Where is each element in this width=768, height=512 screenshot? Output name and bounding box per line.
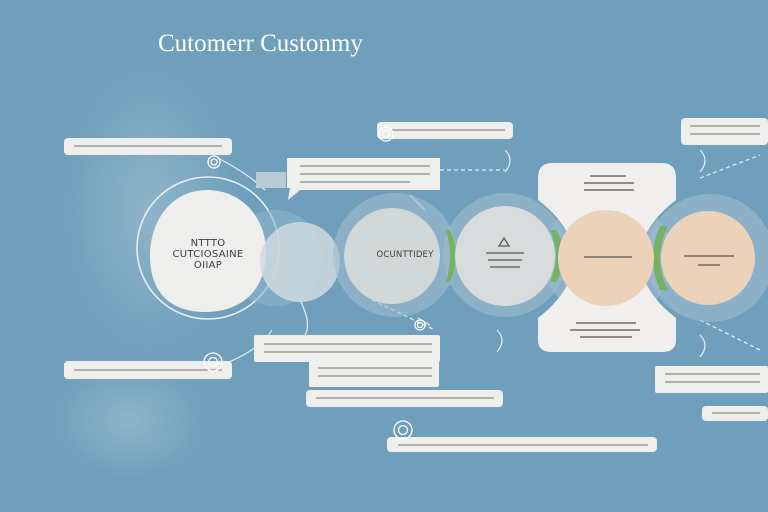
accent-green-left [446,230,456,282]
node-a-label-line-2: CUTCIOSAINE [172,249,244,260]
page-title: Cutomerr Custonmy [158,30,363,57]
spiral-icon [378,126,394,142]
node-c-bubble [455,206,555,306]
bubble-text-lines [486,175,734,338]
node-d-bubble [558,210,654,306]
spiral-icon [393,420,413,440]
panel-top-right [681,118,768,145]
node-a-label-line-1: NTTTO [190,238,226,249]
node-b-label: OCUNTTIDEY [376,250,434,260]
spiral-icon [207,155,221,169]
triangle-icon [497,236,511,247]
panel-bottom-mid-2 [309,358,439,387]
panel-bottom-mid [254,335,440,362]
spiral-icons [203,126,426,440]
spiral-icon [203,352,223,372]
node-b-bubble [344,208,440,304]
node-e-bubble [661,211,755,305]
panel-mid-center [287,158,440,200]
panel-mid-center-tab [256,172,286,188]
spiral-icon [414,319,426,331]
node-a-label-line-3: OIIAP [193,260,223,271]
node-a-bubble [150,190,267,312]
node-a-label: NTTTO CUTCIOSAINE OIIAP [160,238,256,271]
panel-bottom-right [655,366,768,393]
background-glow-bottom [50,360,210,480]
node-halo-1 [260,222,340,302]
accent-green-right [653,226,668,290]
panel-text-lines [74,125,760,446]
